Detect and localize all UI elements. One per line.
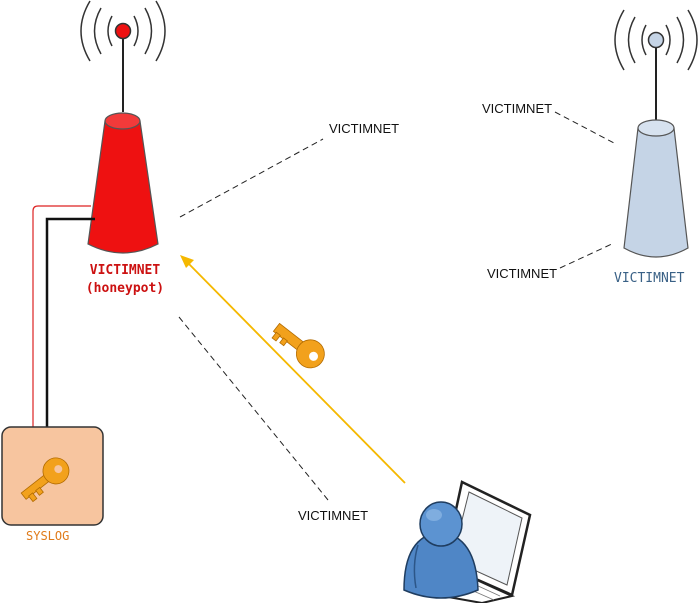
honeypot-signal-waves bbox=[80, 0, 166, 62]
probe-line-honeypot-top bbox=[179, 138, 324, 218]
probe-line-victim-bottom bbox=[559, 242, 615, 269]
alert-arrow bbox=[32, 205, 91, 432]
probe-line-victim-top bbox=[554, 111, 615, 144]
victim-ap-label: VICTIMNET bbox=[614, 271, 685, 286]
victim-antenna-icon bbox=[647, 31, 665, 49]
probe-label-honeypot-top: VICTIMNET bbox=[329, 121, 400, 136]
victim-signal-waves bbox=[614, 9, 698, 71]
victim-ap bbox=[623, 119, 689, 258]
syslog-label: SYSLOG bbox=[26, 529, 70, 543]
probe-label-client: VICTIMNET bbox=[298, 508, 369, 523]
credential-arrowhead bbox=[180, 255, 194, 268]
syslog-wire bbox=[45, 217, 95, 428]
honeypot-name: VICTIMNET bbox=[89, 263, 161, 278]
honeypot-antenna-icon bbox=[114, 22, 132, 40]
honeypot-label: VICTIMNET (honeypot) bbox=[70, 262, 180, 298]
credential-line bbox=[187, 262, 406, 484]
honeypot-ap bbox=[87, 112, 159, 254]
probe-label-victim-top: VICTIMNET bbox=[482, 101, 553, 116]
honeypot-tag: (honeypot) bbox=[85, 281, 165, 296]
syslog-key-icon bbox=[20, 457, 70, 503]
user-icon bbox=[403, 501, 479, 599]
key-icon bbox=[271, 322, 325, 369]
probe-label-victim-bottom: VICTIMNET bbox=[487, 266, 558, 281]
